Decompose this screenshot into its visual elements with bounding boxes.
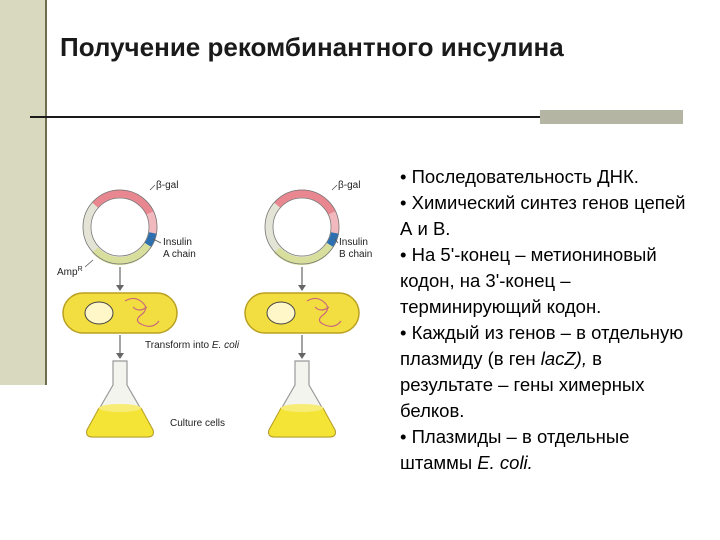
amp-label: AmpR	[57, 266, 83, 278]
title-underline-block	[540, 110, 683, 124]
slide-title: Получение рекомбинантного инсулина	[60, 32, 564, 63]
transform-label: Transform into E. coli	[145, 340, 240, 351]
left-plasmid: β-gal Insulin A chain AmpR	[57, 180, 196, 278]
bullet-item: • Каждый из генов – в отдельную плазмиду…	[400, 320, 700, 424]
plasmid-diagram: β-gal Insulin A chain AmpR β-gal Insulin…	[55, 175, 395, 445]
bullet-list: • Последовательность ДНК. • Химический с…	[400, 164, 700, 476]
insulin-segment	[330, 233, 335, 245]
bullet-item: • Последовательность ДНК.	[400, 164, 700, 190]
bullet-item: • Химический синтез генов цепей А и В.	[400, 190, 700, 242]
right-cell	[245, 293, 359, 333]
insulin-segment	[148, 233, 153, 245]
left-culture-flask	[87, 361, 154, 437]
bullet-item: • Плазмиды – в отдельные штаммы E. coli.	[400, 424, 700, 476]
right-chain-label: B chain	[339, 249, 372, 260]
left-accent-rule	[45, 0, 47, 385]
left-beta-gal-label: β-gal	[156, 180, 178, 191]
left-accent-bar	[0, 0, 45, 385]
right-culture-flask	[269, 361, 336, 437]
culture-label: Culture cells	[170, 418, 225, 429]
right-insulin-label: Insulin	[339, 237, 368, 248]
left-cell	[63, 293, 177, 333]
title-underline	[30, 116, 540, 118]
right-beta-gal-label: β-gal	[338, 180, 360, 191]
bullet-item: • На 5'-конец – метиониновый кодон, на 3…	[400, 242, 700, 320]
left-insulin-label: Insulin	[163, 237, 192, 248]
right-plasmid: β-gal Insulin B chain	[265, 180, 372, 264]
left-chain-label: A chain	[163, 249, 196, 260]
